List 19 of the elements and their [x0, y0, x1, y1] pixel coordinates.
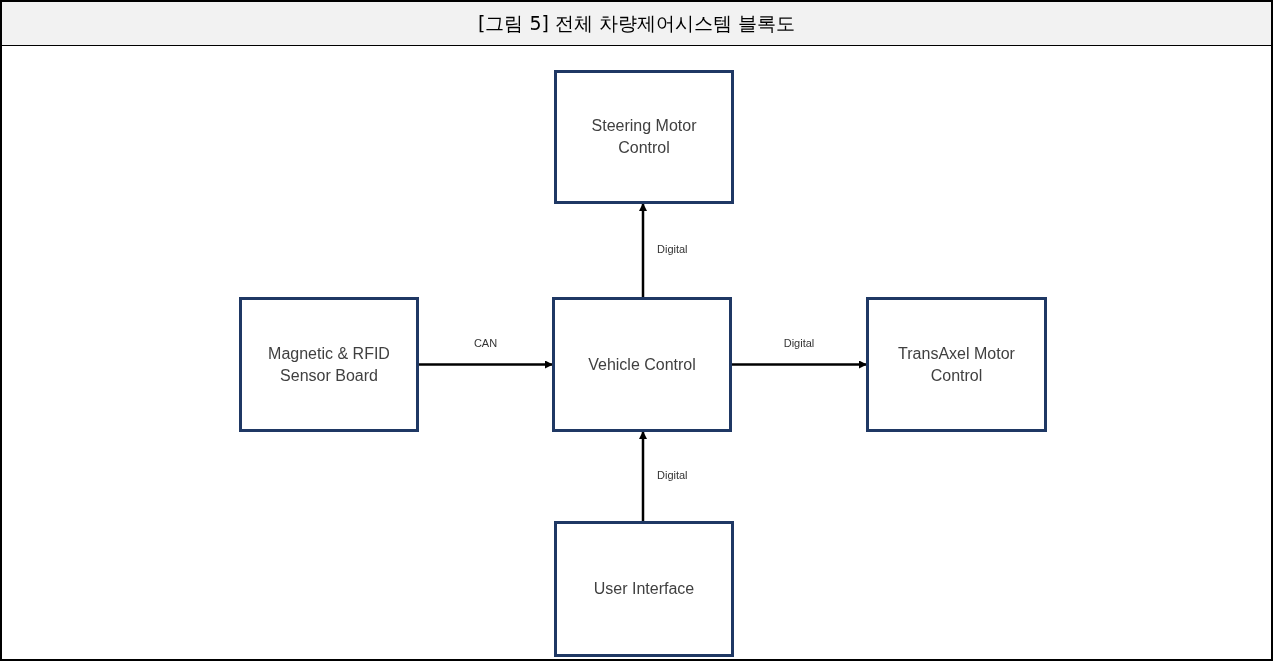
block-box: [239, 297, 419, 432]
block-label: User Interface: [593, 579, 695, 599]
block-box: [554, 521, 734, 657]
edge-label: Digital: [657, 468, 688, 481]
arrow: [639, 203, 647, 297]
diagram-title: [그림 5] 전체 차량제어시스템 블록도: [477, 11, 796, 37]
block-label: Steering Motor Control: [590, 116, 698, 158]
arrow: [639, 431, 647, 521]
block-label: Vehicle Control: [588, 354, 696, 375]
block-label: TransAxel Motor Control: [897, 343, 1016, 386]
edge-label: Digital: [783, 336, 815, 349]
edge-label: CAN: [473, 336, 498, 349]
block-box: [552, 297, 732, 432]
block-label: Magnetic & RFID Sensor Board: [267, 343, 391, 386]
block-box: [866, 297, 1047, 432]
arrow: [419, 360, 553, 369]
block-box: [554, 70, 734, 204]
arrow: [732, 360, 867, 369]
edge-label: Digital: [657, 242, 688, 255]
